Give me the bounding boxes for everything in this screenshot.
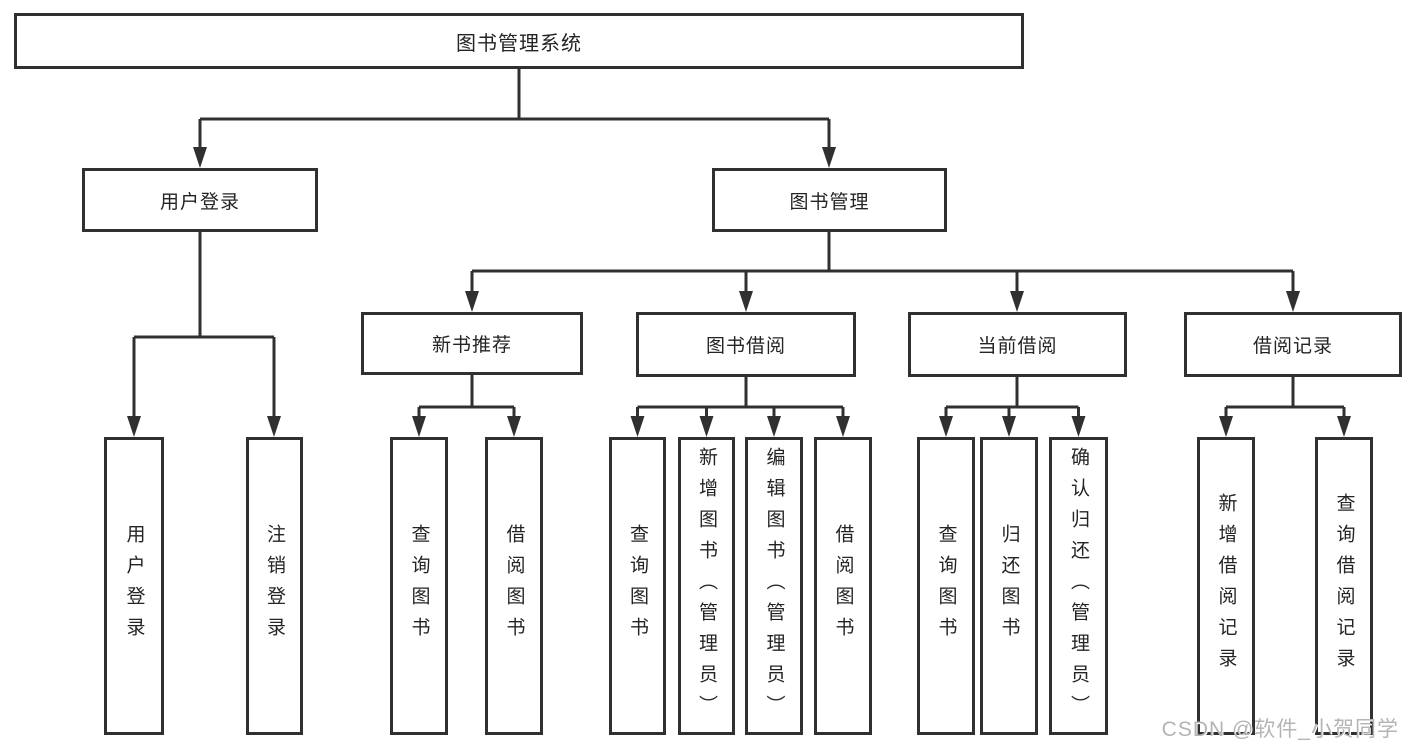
node-label: 归还图书 (998, 524, 1020, 648)
leaf-add-borrow-record: 新增借阅记录 (1197, 437, 1255, 735)
arrowhead (822, 147, 836, 168)
arrowhead (630, 416, 645, 437)
node-book-management: 图书管理 (712, 168, 947, 232)
arrowhead (1002, 416, 1016, 437)
node-label: 新增图书（管理员） (696, 446, 717, 726)
node-borrowing-records: 借阅记录 (1184, 312, 1402, 377)
arrowhead (1010, 291, 1024, 312)
leaf-query-books-3: 查询图书 (917, 437, 975, 735)
arrowhead (127, 416, 141, 437)
node-label: 查询图书 (408, 524, 430, 648)
node-label: 借阅记录 (1252, 336, 1333, 357)
node-label: 图书管理系统 (456, 32, 582, 55)
arrowhead (739, 291, 753, 312)
node-library-management-system: 图书管理系统 (14, 13, 1024, 69)
connector-bookmgmt-to-level3 (470, 232, 1295, 296)
arrowhead (1219, 416, 1233, 437)
leaf-borrow-books-2: 借阅图书 (814, 437, 872, 735)
leaf-edit-books-admin: 编辑图书（管理员） (745, 437, 803, 735)
arrowhead (507, 416, 521, 437)
node-current-borrowing: 当前借阅 (908, 312, 1127, 377)
connector-newbook-to-leaves (417, 375, 516, 421)
node-label: 注销登录 (264, 524, 285, 648)
arrowhead (836, 416, 850, 437)
node-user-login: 用户登录 (82, 168, 318, 232)
node-label: 查询图书 (935, 524, 957, 648)
node-label: 借阅图书 (503, 524, 525, 648)
node-label: 新增借阅记录 (1215, 493, 1237, 679)
arrowhead (193, 147, 207, 168)
csdn-watermark: CSDN @软件_小贺同学 (1161, 718, 1399, 741)
leaf-confirm-return-admin: 确认归还（管理员） (1049, 437, 1108, 735)
leaf-return-books: 归还图书 (980, 437, 1038, 735)
leaf-borrow-books-1: 借阅图书 (485, 437, 543, 735)
node-label: 用户登录 (123, 524, 145, 648)
arrowhead (412, 416, 426, 437)
connector-records-to-leaves (1224, 377, 1346, 421)
node-label: 当前借阅 (977, 336, 1058, 357)
node-label: 确认归还（管理员） (1068, 446, 1089, 726)
node-label: 图书管理 (789, 191, 870, 213)
connector-bookborrow-to-leaves (636, 377, 845, 421)
node-label: 查询借阅记录 (1333, 493, 1355, 679)
node-new-book-recommendation: 新书推荐 (361, 312, 583, 375)
leaf-logout: 注销登录 (246, 437, 303, 735)
node-label: 查询图书 (627, 524, 648, 648)
arrowhead (939, 416, 953, 437)
leaf-query-books-1: 查询图书 (390, 437, 448, 735)
arrowhead (767, 416, 781, 437)
leaf-query-books-2: 查询图书 (609, 437, 666, 735)
leaf-query-borrow-record: 查询借阅记录 (1315, 437, 1373, 735)
node-label: 用户登录 (159, 191, 240, 213)
arrowhead (1286, 291, 1300, 312)
node-label: 图书借阅 (705, 336, 786, 357)
connector-root-to-level2 (198, 69, 831, 152)
leaf-add-books-admin: 新增图书（管理员） (678, 437, 735, 735)
node-book-borrowing: 图书借阅 (636, 312, 856, 377)
node-label: 编辑图书（管理员） (763, 446, 785, 726)
arrowhead (1337, 416, 1351, 437)
node-label: 借阅图书 (832, 524, 854, 648)
connector-currentborrow-to-leaves (944, 377, 1080, 421)
arrowhead (465, 291, 479, 312)
arrowhead (699, 416, 714, 437)
arrowhead (267, 416, 281, 437)
node-label: 新书推荐 (431, 335, 512, 356)
arrowhead (1071, 416, 1086, 437)
leaf-user-login: 用户登录 (104, 437, 164, 735)
connector-userlogin-to-leaves (132, 232, 276, 421)
